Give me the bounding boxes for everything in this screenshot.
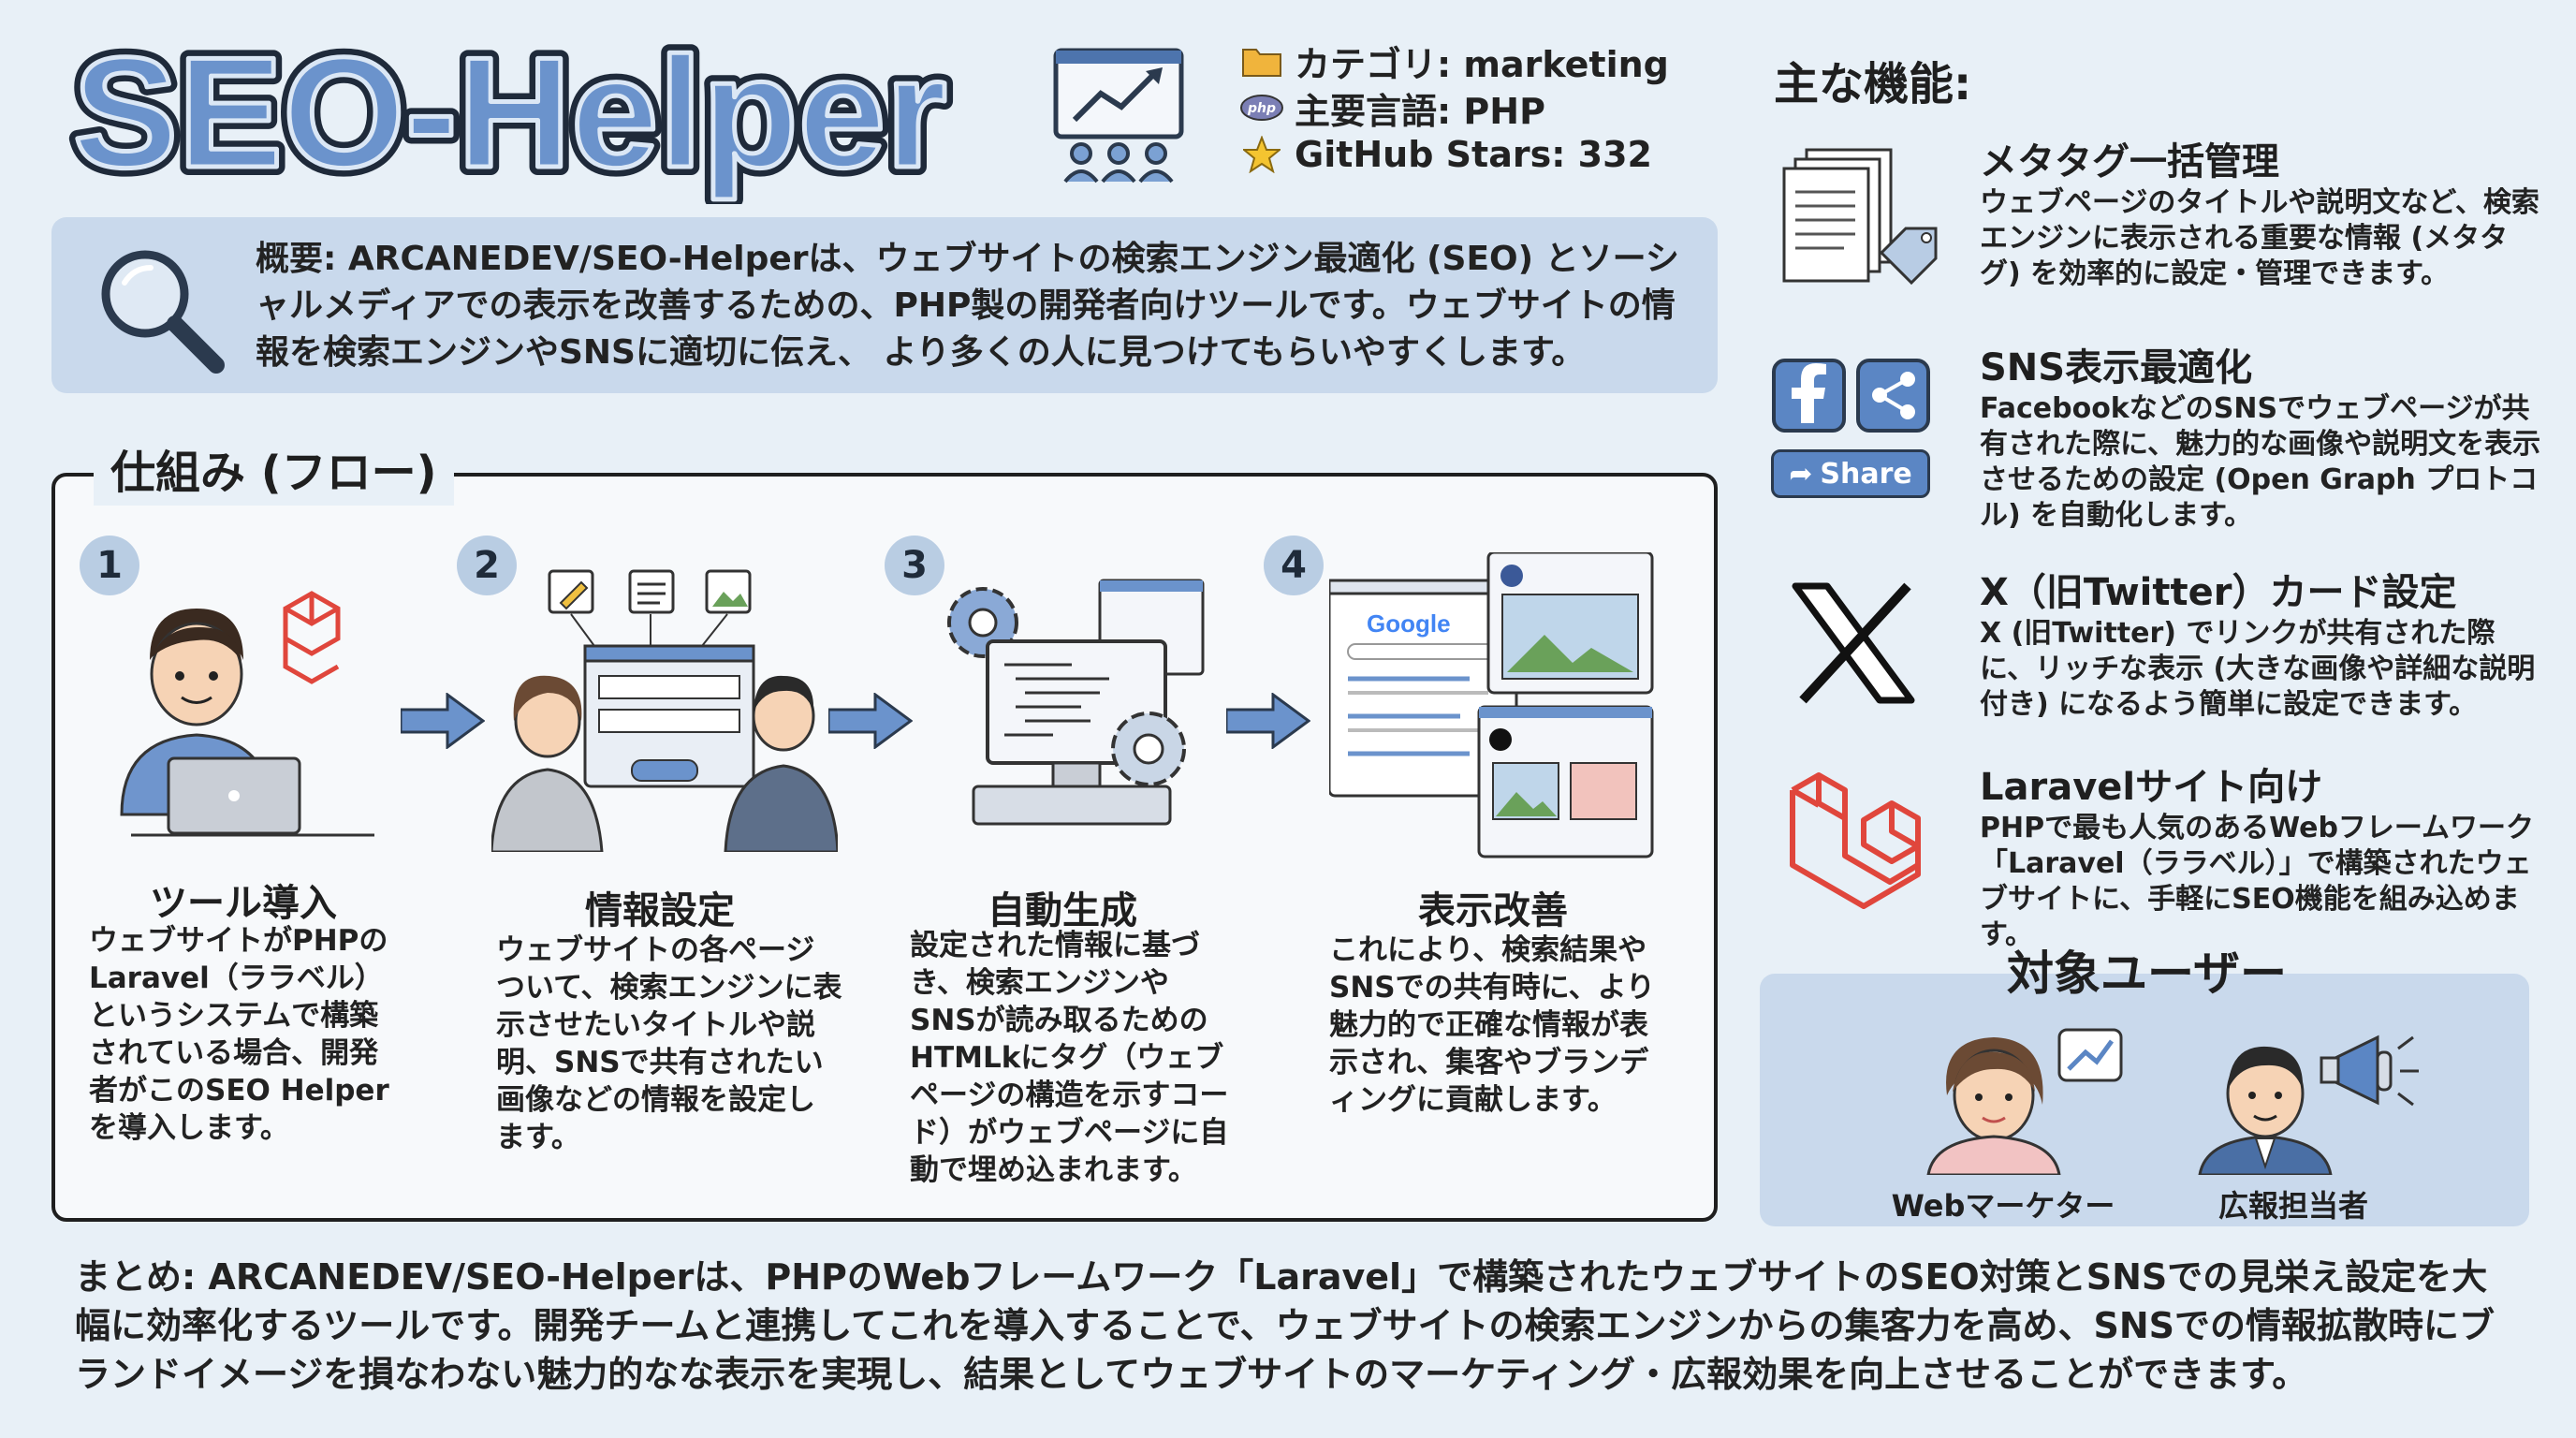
folder-icon — [1240, 43, 1283, 79]
step-2-title: 情報設定 — [585, 889, 735, 932]
overview-panel: 概要: ARCANEDEV/SEO-Helperは、ウェブサイトの検索エンジン最… — [51, 217, 1718, 393]
info-setting-illustration — [490, 562, 840, 854]
star-icon — [1240, 136, 1283, 173]
repo-meta: カテゴリ: marketing php 主要言語: PHP GitHub Sta… — [1240, 37, 1727, 178]
laravel-logo-icon — [283, 591, 341, 684]
meta-language: php 主要言語: PHP — [1240, 84, 1727, 132]
magnifier-icon — [89, 238, 229, 378]
flow-title: 仕組み (フロー) — [94, 440, 454, 506]
step-2-desc: ウェブサイトの各ページついて、検索エンジンに表示させたいタイトルや説明、SNSで… — [496, 933, 842, 1154]
feature-2-title: SNS表示最適化 — [1980, 346, 2253, 389]
feature-2-desc: FacebookなどのSNSでウェブページが共有された際に、魅力的な画像や説明文… — [1980, 392, 2541, 532]
feature-x-card: X（旧Twitter）カード設定 X (旧Twitter) でリンクが共有された… — [1769, 562, 2546, 730]
step-1-number: 1 — [80, 536, 139, 595]
user-pr-manager: 広報担当者 — [2162, 1011, 2424, 1225]
step-1-desc: ウェブサイトがPHPのLaravel（ララベル）というシステムで構築されている場… — [89, 924, 389, 1145]
share-arrow-icon: ➦ — [1789, 457, 1813, 491]
php-icon: php — [1240, 90, 1283, 125]
share-button[interactable]: ➦ Share — [1771, 449, 1930, 498]
feature-meta-tags: メタタグ一括管理 ウェブページのタイトルや説明文など、検索エンジンに表示される重… — [1769, 131, 2546, 309]
web-marketer-avatar-icon — [1926, 1028, 2123, 1177]
feature-1-desc: ウェブページのタイトルや説明文など、検索エンジンに表示される重要な情報 (メタタ… — [1980, 186, 2539, 290]
svg-text:SEO-Helper: SEO-Helper — [73, 26, 947, 200]
feature-4-desc: PHPで最も人気のあるWebフレームワーク「Laravel（ララベル）」で構築さ… — [1980, 812, 2535, 951]
step-3-number: 3 — [885, 536, 944, 595]
svg-text:php: php — [1247, 101, 1276, 116]
user-web-marketer: Webマーケター — [1881, 1011, 2125, 1225]
app-title: SEO-Helper SEO-Helper — [65, 16, 964, 209]
svg-text:Google: Google — [1367, 609, 1451, 638]
target-users-title: 対象ユーザー — [2007, 946, 2287, 1001]
meta-category: カテゴリ: marketing — [1240, 37, 1727, 85]
meta-stars: GitHub Stars: 332 — [1240, 131, 1727, 178]
share-icon — [1856, 359, 1930, 433]
step-3-title: 自動生成 — [988, 889, 1137, 932]
facebook-icon — [1772, 359, 1846, 433]
flow-arrow-1-icon — [401, 693, 485, 749]
step-1-title: ツール導入 — [150, 882, 337, 925]
step-4-desc: これにより、検索結果やSNSでの共有時に、より魅力的で正確な情報が表示され、集客… — [1329, 933, 1656, 1117]
summary-text: まとめ: ARCANEDEV/SEO-Helperは、PHPのWebフレームワー… — [75, 1256, 2496, 1395]
feature-sns: ➦ Share SNS表示最適化 FacebookなどのSNSでウェブページが共… — [1769, 337, 2546, 532]
features-title: 主な機能: — [1774, 58, 1972, 110]
step-3-desc: 設定された情報に基づき、検索エンジンやSNSが読み取るためのHTMLkにタグ（ウ… — [910, 929, 1229, 1187]
code-generation-illustration — [931, 562, 1212, 843]
feature-4-title: Laravelサイト向け — [1980, 766, 2323, 809]
user-pr-manager-label: 広報担当者 — [2217, 1188, 2368, 1224]
social-icons — [1769, 356, 1947, 519]
flow-arrow-2-icon — [828, 693, 913, 749]
documents-tag-icon — [1769, 140, 1947, 303]
pr-manager-avatar-icon — [2198, 1034, 2419, 1177]
search-and-social-display-illustration: Google — [1327, 550, 1657, 861]
feature-3-title: X（旧Twitter）カード設定 — [1980, 571, 2457, 614]
title-wordmark: SEO-Helper SEO-Helper — [65, 16, 956, 209]
flow-arrow-3-icon — [1226, 693, 1310, 749]
presentation-chart-icon — [1048, 43, 1189, 183]
developer-laptop-illustration — [112, 571, 393, 843]
overview-text: 概要: ARCANEDEV/SEO-Helperは、ウェブサイトの検索エンジン最… — [256, 240, 1679, 372]
x-logo-icon — [1788, 582, 1919, 708]
feature-laravel: Laravelサイト向け PHPで最も人気のあるWebフレームワーク「Larav… — [1769, 756, 2546, 951]
user-web-marketer-label: Webマーケター — [1891, 1188, 2115, 1224]
step-2-number: 2 — [457, 536, 517, 595]
target-users-panel — [1760, 974, 2529, 1226]
step-4-title: 表示改善 — [1418, 889, 1568, 932]
feature-3-desc: X (旧Twitter) でリンクが共有された際に、リッチな表示 (大きな画像や… — [1980, 617, 2536, 721]
step-4-number: 4 — [1264, 536, 1324, 595]
svg-text:SEO-Helper: SEO-Helper — [73, 26, 947, 200]
feature-1-title: メタタグ一括管理 — [1980, 140, 2279, 183]
laravel-icon — [1783, 762, 1933, 925]
